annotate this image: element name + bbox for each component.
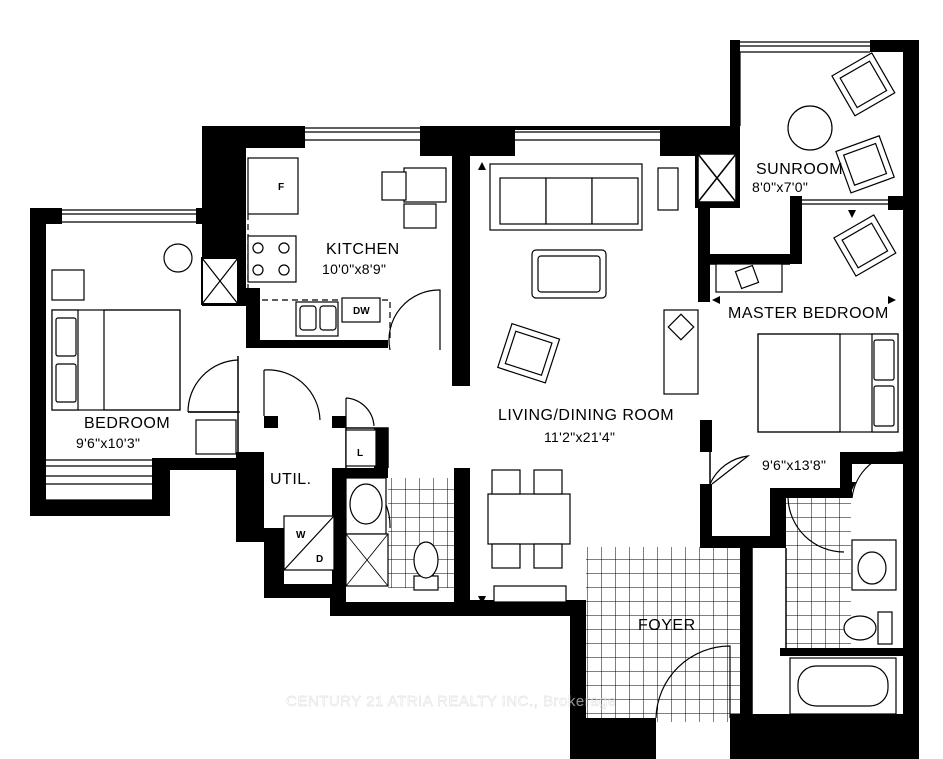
foyer-name: FOYER [638,617,696,634]
kitchen-name: KITCHEN [326,241,400,258]
fridge-label: F [278,182,284,193]
toilet-tank-ensuite [877,611,893,645]
wall-foyer-right [740,544,752,759]
dining-table [487,493,571,545]
living-dining-name: LIVING/DINING ROOM [498,407,674,424]
wall-bedroom-left [30,208,46,516]
dishwasher [341,297,381,323]
door-kitchen [388,289,441,351]
door-entry [655,645,731,719]
washer-label: W [296,530,306,541]
fridge [247,157,299,215]
kitchen-fixtures [247,157,447,340]
kitchen-table [403,167,447,203]
wall-bath-bottom [330,602,470,616]
master-bedroom-name: MASTER BEDROOM [728,305,889,322]
sunroom-dims: 8'0"x7'0" [752,179,808,195]
windows [46,41,888,501]
doors [187,289,905,719]
kitchen-dims: 10'0"x8'9" [322,261,386,277]
appliance-labels: F DW L W D [278,182,370,565]
nightstand-left [51,269,85,301]
side-table [657,167,679,211]
ensuite-tile [786,492,851,652]
wall-bedroom-top-left [30,208,62,224]
room-labels: KITCHEN 10'0"x8'9" SUNROOM 8'0"x7'0" MAS… [76,161,889,634]
wall-kitchen-bottom [246,340,388,348]
bedroom-name: BEDROOM [84,415,170,432]
bedroom-furniture [51,243,239,455]
bath-fixtures [345,477,897,715]
console [493,585,567,603]
master-furniture [715,263,899,433]
armchair [497,322,561,384]
living-furniture [487,163,699,603]
tiled-floors [388,478,851,722]
door-master [709,455,751,485]
coffee-table [531,249,607,299]
living-dining-dims: 11'2"x21'4" [544,429,615,445]
lamp-left [163,243,193,273]
foyer-tile [586,547,741,722]
util-name: UTIL. [270,471,312,488]
markers [478,162,896,604]
stove [247,235,297,283]
wall-right-exterior [903,40,919,759]
wall-bedroom-bottom [30,500,156,516]
brokerage-watermark: CENTURY 21 ATRIA REALTY INC., Brokerage [286,693,617,710]
sunroom-name: SUNROOM [756,161,843,178]
bedroom-dims: 9'6"x10'3" [76,435,140,451]
dishwasher-label: DW [353,306,370,317]
sunroom-furniture [787,52,897,277]
laundry-label: L [357,448,363,459]
master-bedroom-dims: 9'6"x13'8" [762,457,826,473]
wall-bath-right [454,468,470,616]
wall-kitchen-top-left [202,126,305,148]
dresser-left [195,419,237,455]
dryer-label: D [316,554,323,565]
wall-kitchen-living-divider [452,126,470,386]
util-fixtures [283,429,377,571]
door-bedroom [187,359,239,413]
laundry-closet [345,429,377,467]
shafts [697,153,737,203]
sunroom-table [787,105,833,151]
